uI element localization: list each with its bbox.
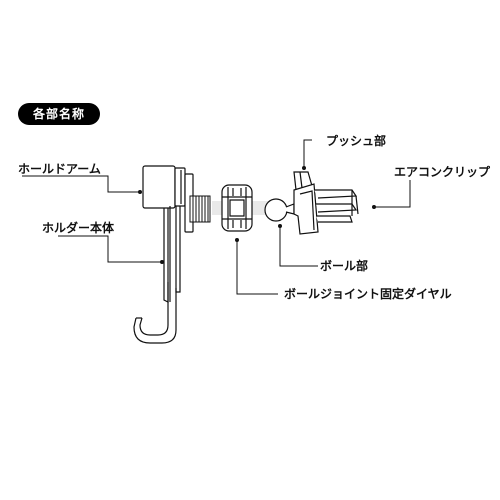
- ball-part: [264, 198, 295, 222]
- label-holder-body: ホルダー本体: [42, 221, 115, 235]
- leader-lines: [22, 139, 411, 295]
- leader-holder-body: [58, 235, 162, 263]
- leader-dots: [138, 166, 376, 264]
- ball-joint-dial-part: [221, 184, 253, 232]
- leader-push: [303, 139, 312, 168]
- thread-neck-part: [189, 195, 211, 223]
- leader-dial: [236, 240, 278, 295]
- label-ball-part: ボール部: [320, 259, 369, 273]
- label-hold-arm: ホールドアーム: [18, 162, 101, 176]
- leader-hold-arm: [22, 175, 140, 193]
- label-ball-joint-dial: ボールジョイント固定ダイヤル: [284, 287, 452, 301]
- holder-body-part: [133, 206, 181, 344]
- leader-ball: [279, 226, 318, 267]
- label-push-part: プッシュ部: [326, 134, 387, 148]
- label-air-clip: エアコンクリップ: [394, 165, 491, 179]
- section-title-badge: 各部名称: [18, 103, 100, 125]
- leader-air-clip: [374, 180, 411, 208]
- air-clip-part: [293, 171, 359, 235]
